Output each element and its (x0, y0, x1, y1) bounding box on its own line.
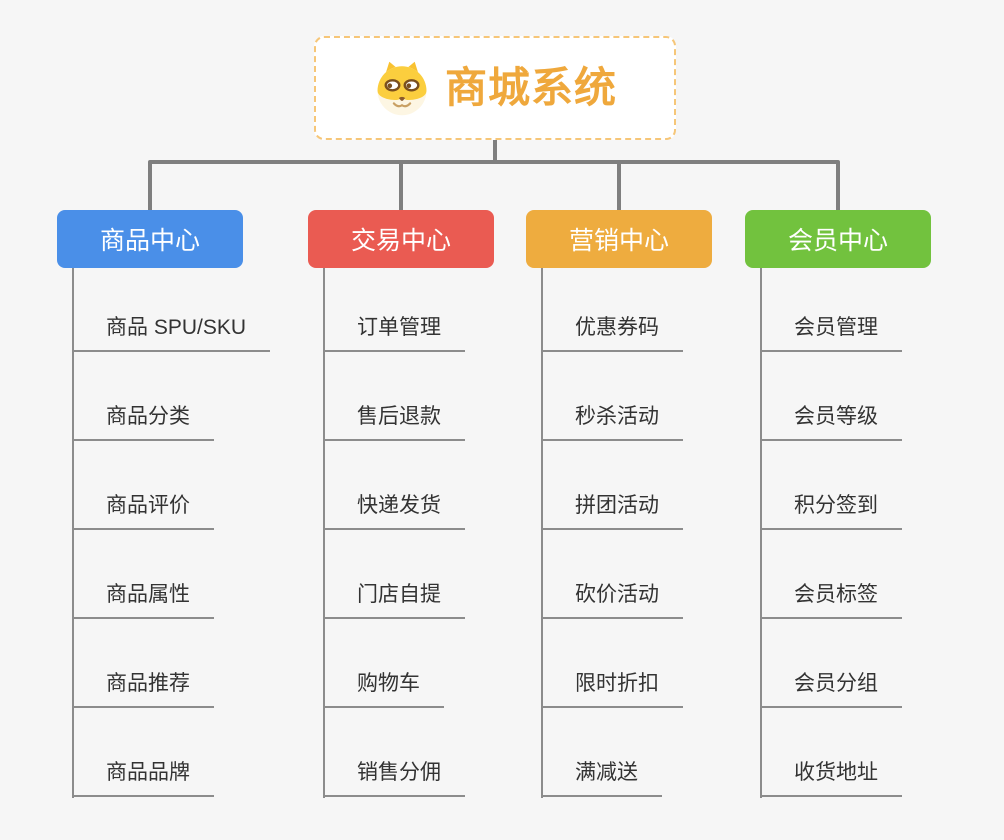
leaf-node[interactable]: 销售分佣 (323, 757, 465, 797)
root-title: 商城系统 (444, 64, 617, 111)
leaf-node[interactable]: 砍价活动 (541, 579, 683, 619)
root-node[interactable]: 商城系统 (314, 36, 676, 140)
branch-spine-line (760, 268, 762, 798)
leaf-node[interactable]: 售后退款 (323, 401, 465, 441)
leaf-node[interactable]: 收货地址 (760, 757, 902, 797)
leaf-node[interactable]: 商品评价 (72, 490, 214, 530)
leaf-node[interactable]: 会员分组 (760, 668, 902, 708)
leaf-node[interactable]: 商品品牌 (72, 757, 214, 797)
connector-drop-line (399, 162, 403, 210)
leaf-node[interactable]: 门店自提 (323, 579, 465, 619)
leaf-node[interactable]: 满减送 (541, 757, 662, 797)
leaf-node[interactable]: 优惠券码 (541, 312, 683, 352)
branch-node-trade-center[interactable]: 交易中心 (308, 210, 494, 268)
branch-spine-line (323, 268, 325, 798)
connector-drop-line (617, 162, 621, 210)
leaf-node[interactable]: 拼团活动 (541, 490, 683, 530)
leaf-node[interactable]: 限时折扣 (541, 668, 683, 708)
leaf-node[interactable]: 商品推荐 (72, 668, 214, 708)
leaf-node[interactable]: 购物车 (323, 668, 444, 708)
branch-node-marketing-center[interactable]: 营销中心 (526, 210, 712, 268)
shiba-dog-icon (373, 59, 431, 117)
leaf-node[interactable]: 会员等级 (760, 401, 902, 441)
leaf-node[interactable]: 商品分类 (72, 401, 214, 441)
branch-spine-line (72, 268, 74, 798)
leaf-node[interactable]: 积分签到 (760, 490, 902, 530)
leaf-node[interactable]: 商品 SPU/SKU (72, 312, 271, 352)
connector-root-vertical (493, 140, 497, 164)
leaf-node[interactable]: 秒杀活动 (541, 401, 683, 441)
connector-horizontal (148, 160, 840, 164)
connector-drop-line (836, 162, 840, 210)
branch-node-product-center[interactable]: 商品中心 (57, 210, 243, 268)
branch-node-member-center[interactable]: 会员中心 (745, 210, 931, 268)
leaf-node[interactable]: 会员标签 (760, 579, 902, 619)
branch-spine-line (541, 268, 543, 798)
leaf-node[interactable]: 会员管理 (760, 312, 902, 352)
leaf-node[interactable]: 订单管理 (323, 312, 465, 352)
leaf-node[interactable]: 商品属性 (72, 579, 214, 619)
leaf-node[interactable]: 快递发货 (323, 490, 465, 530)
connector-drop-line (148, 162, 152, 210)
